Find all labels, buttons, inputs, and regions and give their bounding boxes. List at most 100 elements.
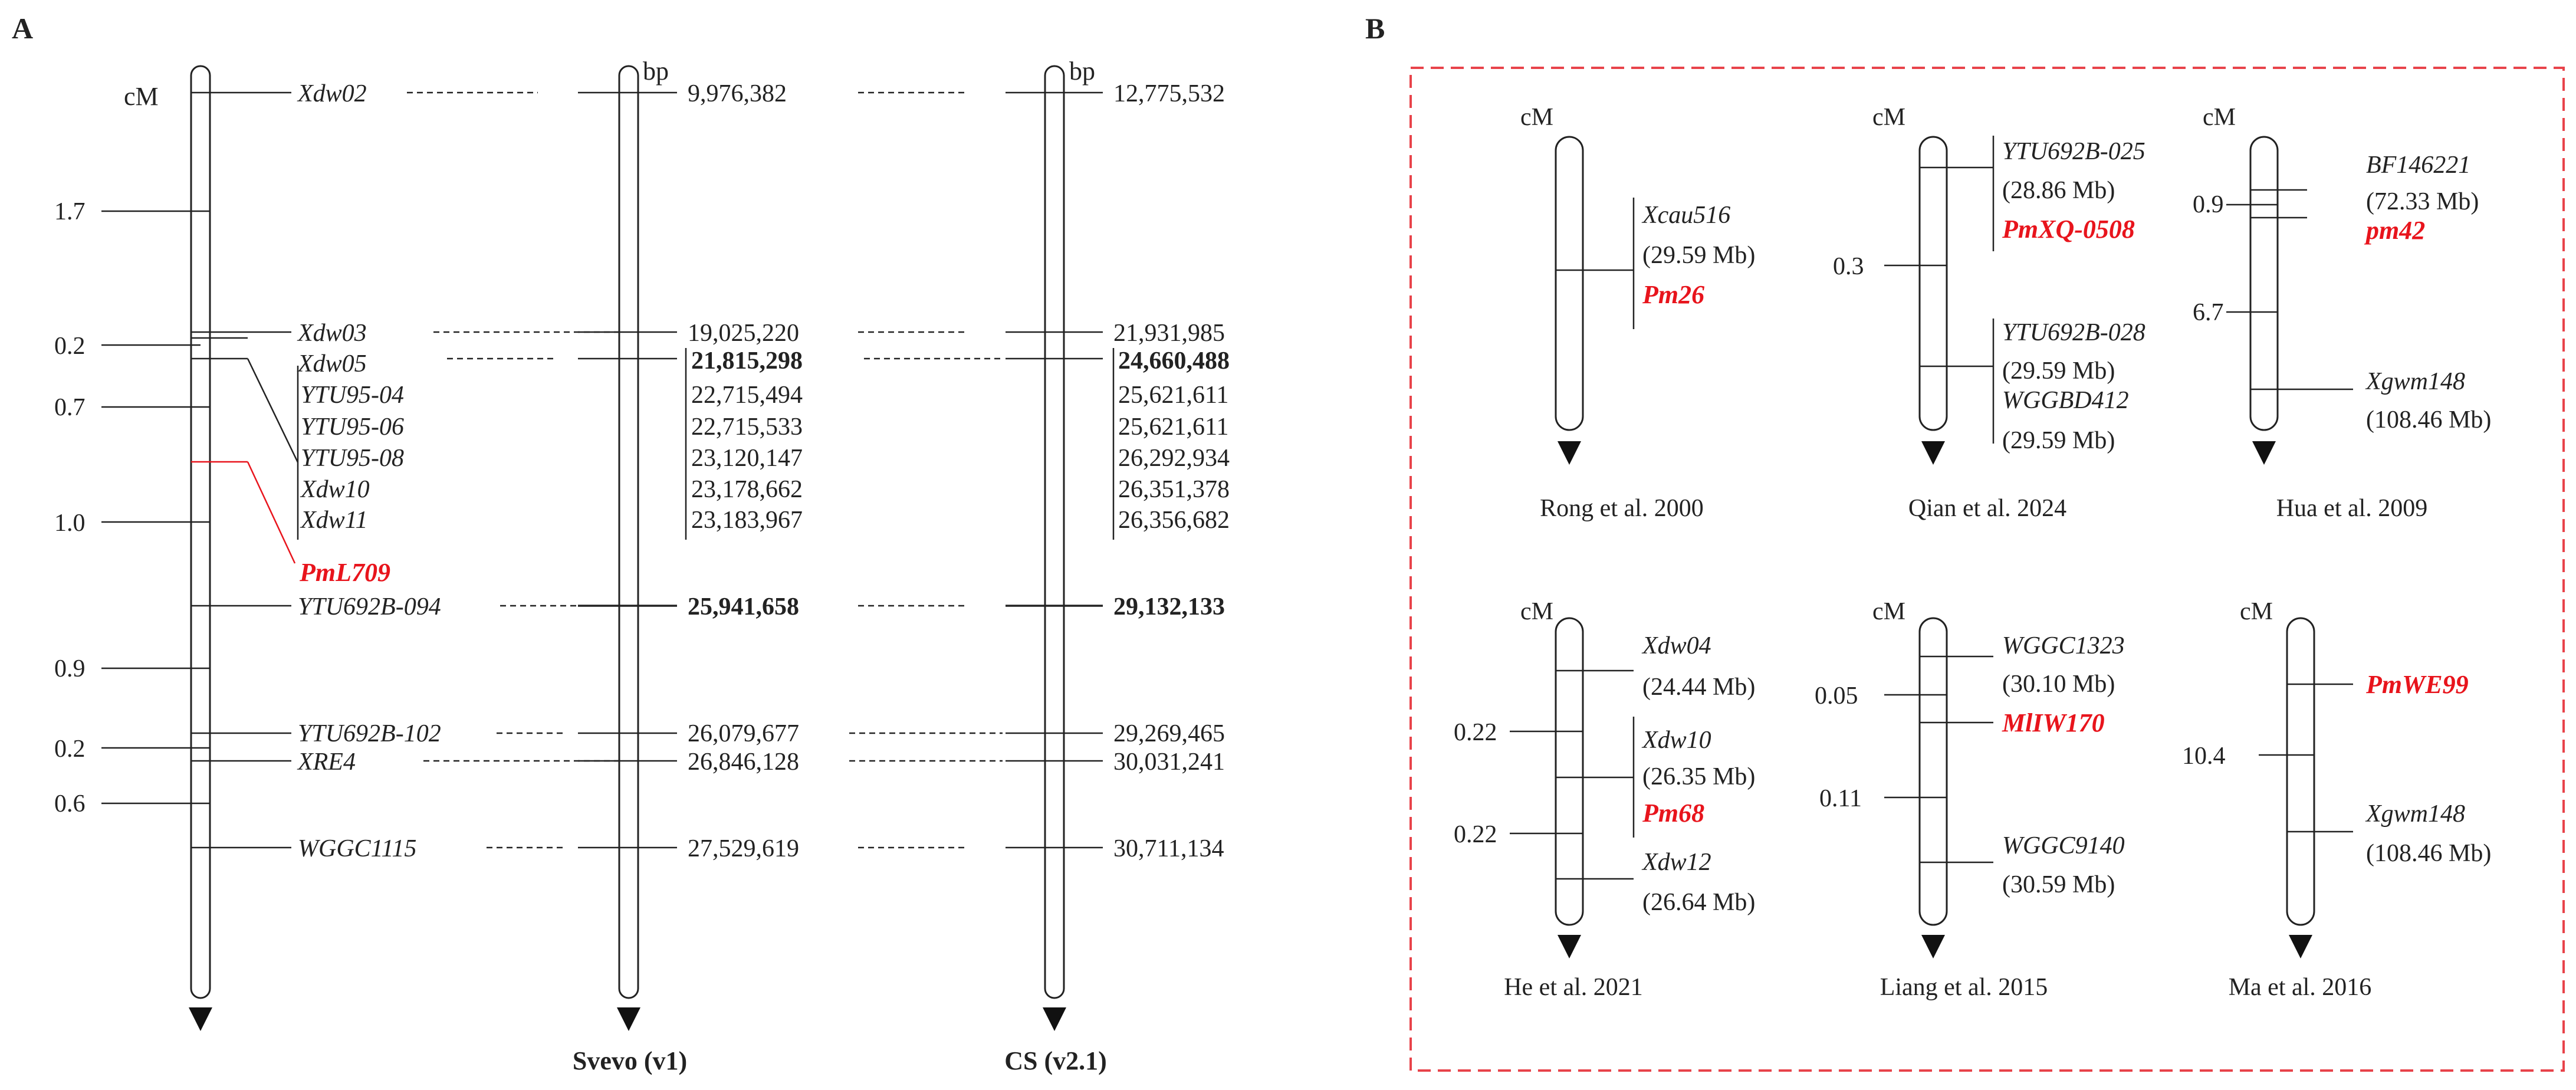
interval-label: 1.7	[54, 198, 86, 225]
marker-name: WGGC9140	[2002, 832, 2125, 859]
svevo-position: 23,178,662	[691, 476, 803, 503]
svevo-position: 23,183,967	[691, 507, 803, 534]
pml709-gene-label: PmL709	[299, 558, 390, 587]
interval-label: 0.2	[54, 736, 86, 763]
marker-name: Xdw12	[1641, 849, 1711, 876]
marker-name: Xdw10	[300, 476, 370, 503]
marker-name: Xdw03	[297, 320, 367, 347]
gene-label: PmXQ-0508	[2002, 215, 2135, 244]
connector-line	[247, 358, 299, 463]
cm-unit-label: cM	[1872, 104, 1905, 131]
comparison-box	[1409, 67, 2565, 1072]
gene-label: PmWE99	[2365, 670, 2469, 699]
gene-label: MlIW170	[2002, 708, 2105, 737]
svevo-position: 22,715,494	[691, 382, 803, 409]
cm-unit-label: cM	[2240, 598, 2273, 625]
cs-chromosome	[1044, 65, 1065, 999]
marker-name: YTU692B-094	[298, 593, 441, 620]
arrow-down-icon	[1921, 935, 1945, 958]
genetic-map-chromosome	[190, 65, 211, 999]
svevo-position: 23,120,147	[691, 445, 803, 472]
cs-position: 29,269,465	[1113, 720, 1225, 747]
marker-position: (30.10 Mb)	[2002, 671, 2115, 698]
marker-name: Xgwm148	[2365, 368, 2465, 395]
marker-name: YTU95-06	[301, 413, 404, 441]
map-citation: Ma et al. 2016	[2229, 974, 2372, 1001]
cm-unit-label: cM	[1872, 598, 1905, 625]
cs-position: 30,711,134	[1113, 835, 1224, 862]
marker-name: Xdw02	[297, 80, 367, 107]
cs-position: 26,292,934	[1118, 445, 1230, 472]
chromosome-bar	[1918, 136, 1948, 431]
arrow-down-icon	[189, 1007, 212, 1031]
cs-position: 30,031,241	[1113, 748, 1225, 776]
marker-position: (30.59 Mb)	[2002, 871, 2115, 898]
chromosome-bar	[1555, 136, 1584, 431]
cm-unit-label: cM	[124, 82, 159, 111]
arrow-down-icon	[1558, 441, 1581, 465]
cs-position: 25,621,611	[1118, 382, 1228, 409]
interval-label: 0.22	[1454, 821, 1497, 848]
marker-position: (29.59 Mb)	[2002, 357, 2115, 385]
marker-name: YTU95-04	[301, 382, 404, 409]
map-citation: Liang et al. 2015	[1880, 974, 2048, 1001]
cs-position: 29,132,133	[1113, 593, 1225, 620]
arrow-down-icon	[2252, 441, 2276, 465]
marker-name: XRE4	[297, 748, 356, 776]
interval-label: 10.4	[2182, 743, 2226, 770]
marker-position: (26.64 Mb)	[1642, 889, 1755, 916]
map-citation: Hua et al. 2009	[2276, 495, 2428, 522]
marker-name: Xgwm148	[2365, 800, 2465, 828]
cm-unit-label: cM	[1520, 104, 1553, 131]
marker-position: (72.33 Mb)	[2366, 188, 2479, 215]
map-liang-2015: cM 0.05 0.11 WGGC1323 (30.10 Mb) MlIW170…	[1815, 598, 2125, 1001]
arrow-down-icon	[1043, 1007, 1066, 1031]
interval-label: 0.7	[54, 394, 86, 421]
pml709-connector	[247, 461, 296, 564]
panel-a: A cM bp bp 1.7 0.2 0.7 1.0 0.9 0.2 0.6	[12, 12, 1230, 1075]
marker-name: YTU692B-028	[2002, 319, 2145, 346]
marker-name: Xdw11	[300, 507, 368, 534]
marker-position: (29.59 Mb)	[2002, 427, 2115, 454]
chromosome-bar	[2249, 136, 2279, 431]
marker-name: Xdw10	[1641, 727, 1711, 754]
marker-position: (24.44 Mb)	[1642, 674, 1755, 701]
svevo-position: 25,941,658	[688, 593, 799, 620]
svevo-position: 19,025,220	[688, 320, 799, 347]
map-citation: Qian et al. 2024	[1908, 495, 2066, 522]
map-qian-2024: cM 0.3 YTU692B-025 (28.86 Mb) PmXQ-0508 …	[1833, 104, 2145, 522]
map-rong-2000: cM Xcau516 (29.59 Mb) Pm26 Rong et al. 2…	[1520, 104, 1755, 522]
interval-label: 6.7	[2193, 299, 2224, 326]
cs-position: 21,931,985	[1113, 320, 1225, 347]
bp-unit-label: bp	[643, 57, 669, 86]
marker-position: (29.59 Mb)	[1642, 242, 1755, 269]
bp-unit-label: bp	[1069, 57, 1095, 86]
gene-label: pm42	[2364, 216, 2425, 245]
map-he-2021: cM 0.22 0.22 Xdw04 (24.44 Mb) Xdw10 (26.…	[1454, 598, 1755, 1001]
map-citation: He et al. 2021	[1504, 974, 1643, 1001]
map-citation: Rong et al. 2000	[1540, 495, 1704, 522]
map-ma-2016: cM 10.4 PmWE99 Xgwm148 (108.46 Mb) Ma et…	[2182, 598, 2491, 1001]
marker-name: BF146221	[2366, 152, 2470, 179]
marker-position: (108.46 Mb)	[2366, 406, 2491, 434]
marker-position: (26.35 Mb)	[1642, 763, 1755, 790]
interval-label: 0.9	[54, 655, 86, 682]
marker-name: Xdw05	[297, 350, 367, 377]
marker-position: (108.46 Mb)	[2366, 840, 2491, 867]
cm-unit-label: cM	[1520, 598, 1553, 625]
interval-label: 1.0	[54, 510, 86, 537]
cs-position: 12,775,532	[1113, 80, 1225, 107]
marker-name: Xdw04	[1641, 632, 1711, 659]
marker-position: (28.86 Mb)	[2002, 177, 2115, 204]
marker-name: WGGC1323	[2002, 632, 2125, 659]
cs-position: 26,356,682	[1118, 507, 1230, 534]
interval-label: 0.3	[1833, 253, 1864, 280]
svevo-assembly-label: Svevo (v1)	[573, 1046, 687, 1075]
marker-name: WGGC1115	[298, 835, 416, 862]
panel-a-label: A	[12, 12, 33, 45]
svevo-position: 27,529,619	[688, 835, 799, 862]
chromosome-bar	[1918, 617, 1948, 926]
interval-label: 0.22	[1454, 719, 1497, 746]
marker-name: Xcau516	[1641, 202, 1730, 229]
svevo-position: 21,815,298	[691, 347, 803, 375]
